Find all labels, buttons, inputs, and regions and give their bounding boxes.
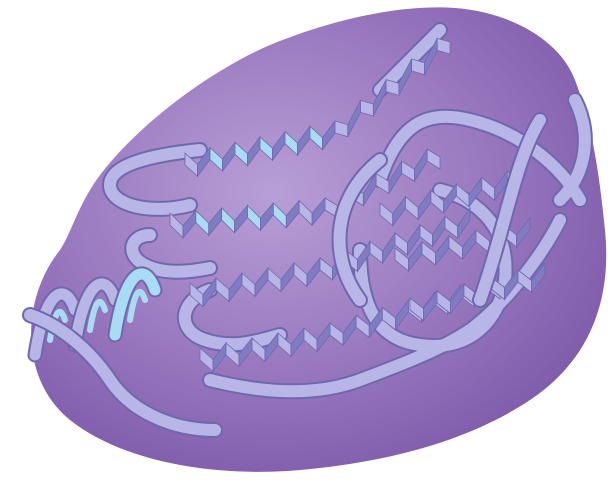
protein-illustration [0, 0, 615, 483]
illustration-canvas [0, 0, 615, 483]
